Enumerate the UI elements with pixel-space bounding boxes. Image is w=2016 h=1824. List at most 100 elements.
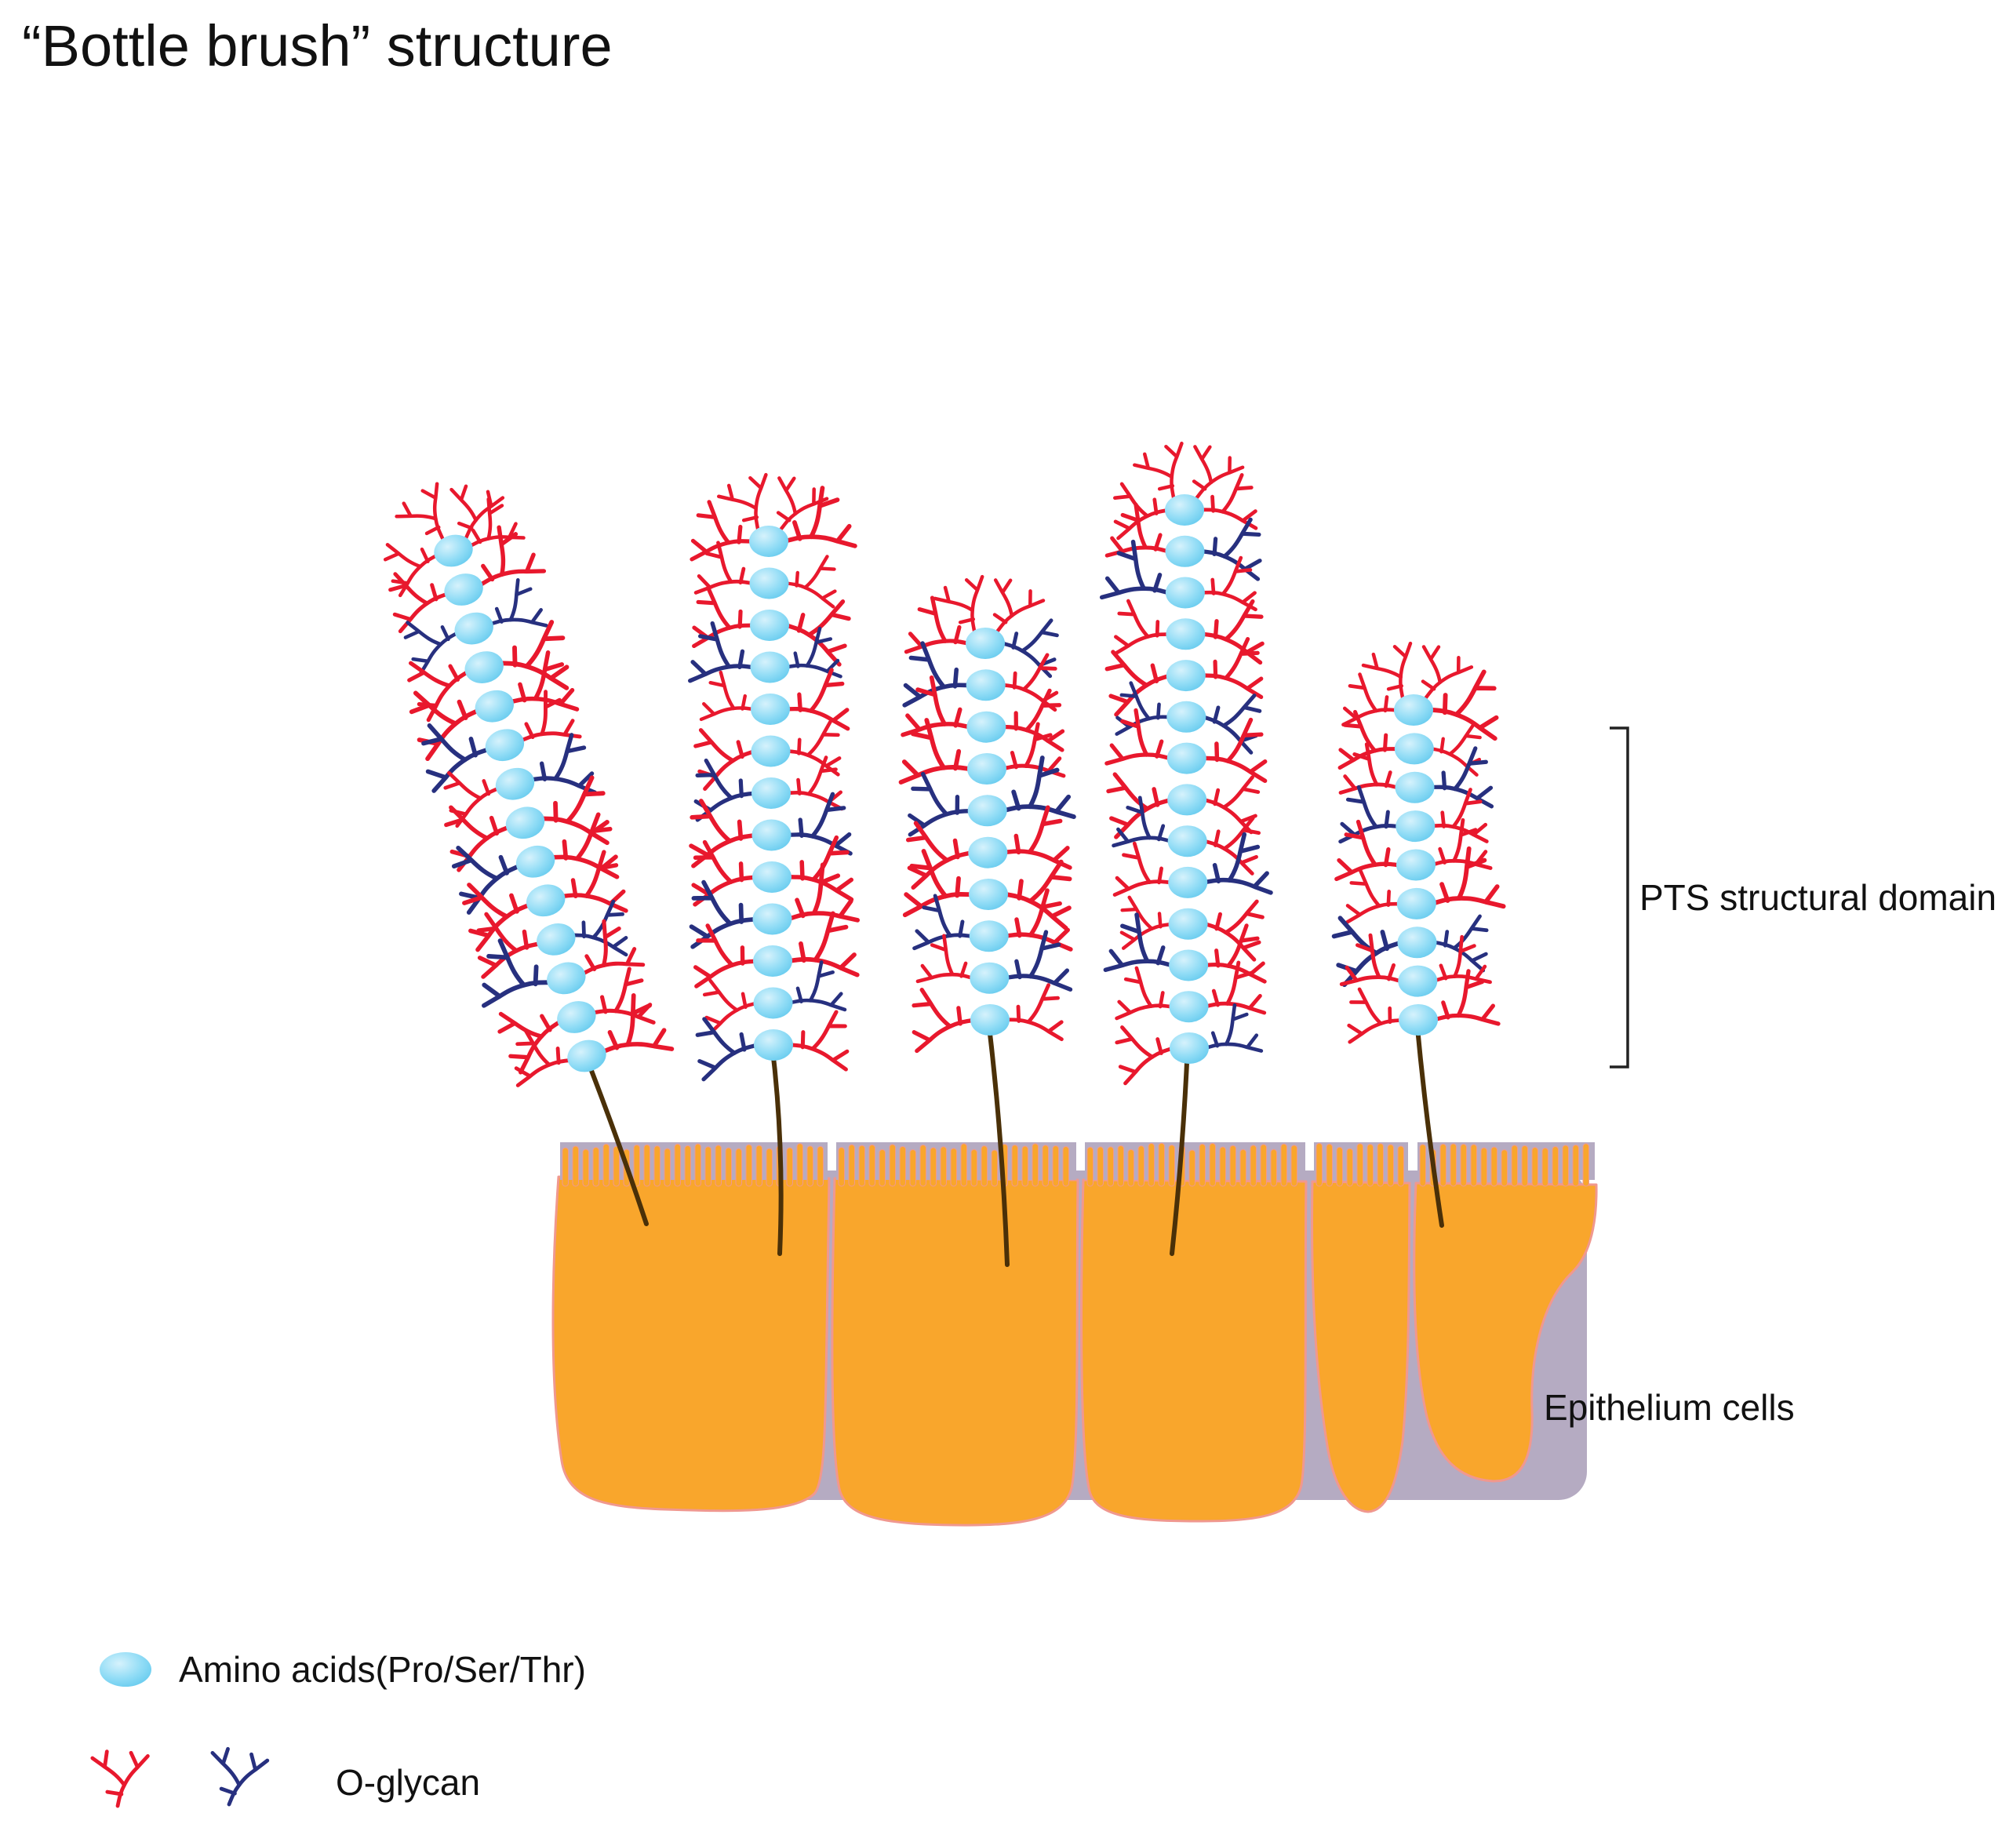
amino-acid-bead — [967, 752, 1006, 785]
amino-acid-bead — [547, 962, 586, 995]
mucin-anchors-layer — [583, 1018, 1444, 1267]
mucin-anchor — [1170, 1044, 1190, 1256]
microvillus — [786, 1147, 793, 1187]
epithelium-layer — [551, 1170, 1598, 1527]
microvillus — [766, 1148, 773, 1187]
o-glycan-icon — [509, 1029, 575, 1095]
epithelium-cell — [1311, 1180, 1411, 1513]
o-glycan-icon — [783, 721, 846, 785]
o-glycan-icon — [1000, 984, 1070, 1054]
amino-acid-bead — [464, 651, 504, 683]
epithelium-cell — [1413, 1181, 1598, 1483]
microvillus — [1052, 1145, 1059, 1187]
microvillus — [981, 1145, 988, 1187]
amino-acid-bead — [968, 836, 1008, 868]
amino-acid-bead — [754, 1029, 793, 1061]
microvillus — [1042, 1145, 1049, 1187]
amino-acid-bead — [1168, 866, 1208, 898]
amino-acid-bead — [1167, 825, 1207, 857]
microvillus — [1552, 1146, 1559, 1187]
amino-acid-bead — [485, 729, 525, 762]
o-glycan-icon — [1002, 861, 1076, 936]
epithelium-cell — [831, 1177, 1079, 1527]
microvillus — [664, 1148, 671, 1187]
microvillus — [633, 1144, 640, 1187]
microvillus — [991, 1149, 998, 1187]
amino-acid-bead — [1169, 991, 1209, 1023]
microvillus — [1419, 1144, 1426, 1187]
microvillus — [1086, 1146, 1094, 1187]
amino-acid-bead — [753, 987, 793, 1019]
mucin-brush — [681, 468, 866, 1083]
amino-acid-bead — [970, 962, 1010, 994]
microvillus — [1107, 1146, 1114, 1187]
microvillus — [1062, 1146, 1069, 1187]
microvillus — [684, 1145, 691, 1187]
amino-acid-bead — [526, 884, 566, 917]
o-glycan-icon — [683, 800, 759, 876]
amino-acid-bead — [1399, 1003, 1438, 1036]
amino-acid-bead — [567, 1039, 606, 1072]
amino-acid-bead — [752, 903, 792, 935]
o-glycan-icon — [1204, 901, 1264, 961]
amino-acid-bead — [751, 819, 791, 851]
amino-acid-bead — [1166, 742, 1206, 774]
o-glycan-icon — [1116, 1027, 1173, 1083]
amino-acid-bead — [970, 1003, 1010, 1036]
amino-acid-bead — [1165, 535, 1205, 567]
o-glycan-icon — [473, 914, 543, 984]
microvillus — [1326, 1143, 1333, 1187]
o-glycan-icon — [995, 930, 1079, 1013]
microvillus — [879, 1149, 886, 1187]
epithelium-cell — [551, 1175, 831, 1513]
o-glycan-icon — [687, 924, 762, 999]
page-title: “Bottle brush” structure — [22, 13, 613, 78]
o-glycan-icon — [772, 485, 864, 577]
o-glycan-icon — [1341, 988, 1406, 1053]
legend: Amino acids(Pro/Ser/Thr) O-glycan — [92, 1649, 586, 1808]
microvillus — [1137, 1145, 1144, 1187]
microvillus — [1250, 1145, 1257, 1187]
microvillus — [582, 1149, 589, 1187]
amino-acid-bead — [750, 651, 790, 683]
o-glycan-icon — [1336, 672, 1405, 741]
o-glycan-icon — [998, 654, 1063, 719]
o-glycan-blue-icon — [209, 1748, 267, 1807]
microvillus — [1315, 1142, 1323, 1187]
o-glycan-icon — [1198, 600, 1270, 672]
o-glycan-icon — [686, 841, 761, 916]
microvillus — [562, 1147, 569, 1187]
amino-acid-bead — [454, 612, 493, 645]
amino-acid-bead — [1394, 694, 1433, 726]
microvillus — [1117, 1145, 1124, 1187]
microvillus — [868, 1144, 875, 1187]
microvillus — [725, 1147, 732, 1187]
microvillus — [1168, 1145, 1175, 1187]
o-glycan-icon — [779, 911, 867, 999]
amino-acid-bead — [1396, 810, 1436, 843]
mucin-brush — [891, 570, 1083, 1058]
amino-acid-bead — [751, 693, 790, 726]
amino-acid-bead — [969, 878, 1008, 911]
microvillus — [694, 1143, 701, 1187]
microvillus — [1470, 1144, 1477, 1187]
o-glycan-icon — [463, 881, 532, 950]
o-glycan-icon — [780, 792, 859, 872]
o-glycan-icon — [997, 689, 1072, 763]
microvillus — [1229, 1145, 1236, 1187]
amino-acid-bead — [557, 1001, 596, 1033]
microvillus — [950, 1148, 957, 1187]
amino-acid-bead — [1395, 771, 1435, 803]
o-glycan-icon — [1196, 638, 1270, 712]
microvillus — [1501, 1149, 1508, 1187]
mucin-anchor — [986, 1018, 1010, 1267]
microvillus — [715, 1145, 722, 1187]
amino-acid-bead — [752, 861, 791, 894]
mucin-brush — [1328, 636, 1512, 1053]
o-glycan-icon — [1196, 718, 1274, 795]
microvillus — [1260, 1144, 1267, 1187]
amino-acid-bead — [753, 945, 792, 978]
amino-acid-bead — [1169, 949, 1209, 981]
microvillus — [674, 1143, 681, 1187]
amino-acid-bead — [966, 669, 1006, 701]
